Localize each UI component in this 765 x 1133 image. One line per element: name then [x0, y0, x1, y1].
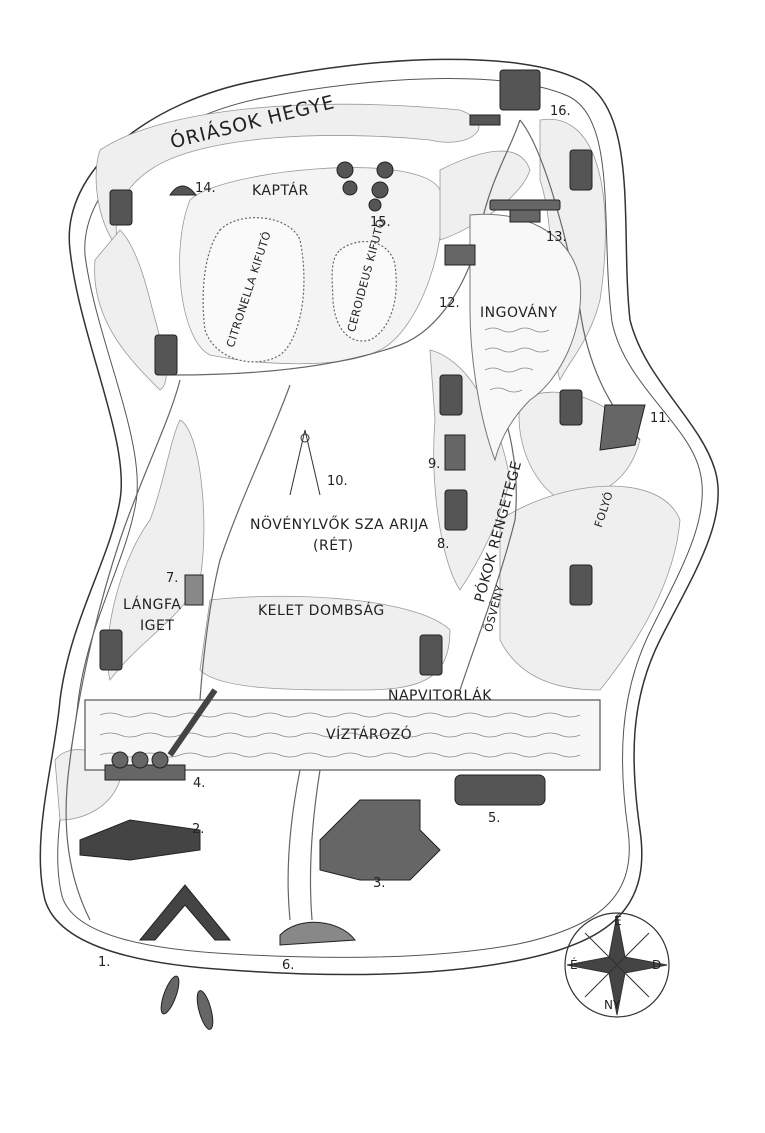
landmark-11-structure: [599, 404, 646, 451]
number-16: 16.: [550, 104, 571, 119]
compass-west-label: É: [570, 958, 578, 972]
number-1: 1.: [98, 955, 111, 970]
citronella-enclosure: [202, 217, 305, 363]
landmark-10-tower: [289, 429, 321, 496]
number-2: 2.: [192, 822, 205, 837]
landmark-12-boat: [444, 244, 476, 266]
number-15: 15.: [370, 215, 391, 230]
outer-coastline: [39, 58, 719, 976]
landmark-14-tunnel: [169, 185, 198, 196]
landmark-16: [469, 69, 541, 126]
compass-east-label: D: [652, 958, 662, 972]
label-solar-sails: NAPVITORLÁK: [388, 688, 492, 704]
number-10: 10.: [327, 474, 348, 489]
label-reservoir: VÍZTÁROZÓ: [326, 727, 413, 743]
landmark-13-plane: [489, 199, 561, 223]
bridge: [167, 688, 218, 757]
swamp-waves: [484, 327, 550, 393]
tree-clusters: [99, 149, 593, 676]
number-9: 9.: [428, 457, 441, 472]
landmark-6-pipe: [279, 921, 356, 946]
swamp-area: [469, 213, 582, 462]
number-13: 13.: [546, 230, 567, 245]
number-14: 14.: [195, 181, 216, 196]
number-8: 8.: [437, 537, 450, 552]
reservoir-area: [84, 699, 601, 771]
number-6: 6.: [282, 958, 295, 973]
number-5: 5.: [488, 811, 501, 826]
landmark-4-tanks: [104, 751, 186, 781]
label-flame-tree-line1: LÁNGFA: [123, 597, 182, 613]
landmark-5-building: [454, 774, 546, 806]
number-4: 4.: [193, 776, 206, 791]
landmark-7-device: [184, 574, 204, 606]
landmark-3-complex: [319, 799, 441, 881]
label-meadow-line1: NÖVÉNYLVŐK SZA ARIJA: [250, 517, 429, 533]
boats: [160, 975, 214, 1030]
number-3: 3.: [373, 876, 386, 891]
number-11: 11.: [650, 411, 671, 426]
number-12: 12.: [439, 296, 460, 311]
label-east-hills: KELET DOMBSÁG: [258, 603, 385, 619]
landmark-15-huts: [336, 161, 394, 212]
landmark-1-gate: [138, 884, 232, 941]
landmark-2-ruins: [79, 819, 201, 861]
label-swamp: INGOVÁNY: [480, 305, 558, 321]
reservoir-waves: [99, 712, 581, 758]
ceroid-enclosure: [331, 241, 397, 342]
compass-rose: [564, 912, 670, 1018]
compass-north-label: É: [614, 914, 622, 928]
landmark-9-watchtower: [444, 434, 466, 471]
number-7: 7.: [166, 571, 179, 586]
compass-south-label: NY: [604, 998, 621, 1012]
label-meadow-line2: (RÉT): [313, 538, 354, 554]
label-flame-tree-line2: IGET: [140, 618, 175, 634]
label-hive: KAPTÁR: [252, 183, 309, 199]
